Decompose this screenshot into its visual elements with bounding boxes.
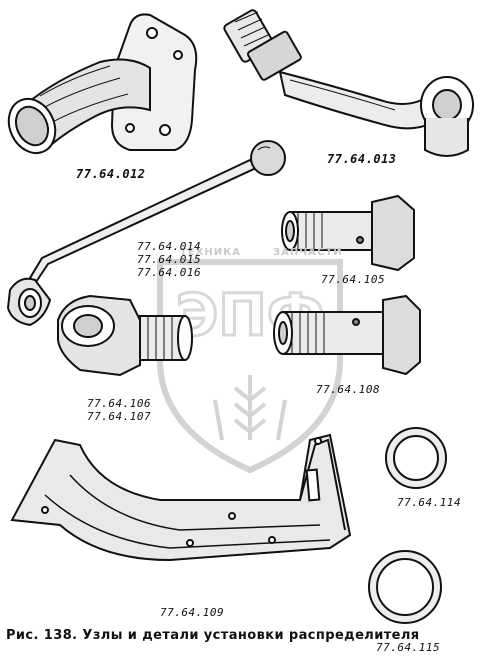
part-77-64-109-drawing — [10, 433, 352, 562]
label-77-64-115: 77.64.115 — [376, 641, 441, 654]
label-77-64-013: 77.64.013 — [327, 152, 397, 166]
label-77-64-016: 77.64.016 — [137, 266, 202, 279]
part-77-64-108-drawing — [273, 294, 421, 376]
part-77-64-106-drawing — [57, 294, 193, 377]
label-77-64-106: 77.64.106 — [87, 397, 152, 410]
label-77-64-107: 77.64.107 — [87, 410, 152, 423]
part-77-64-014-drawing — [6, 140, 286, 327]
part-77-64-114-drawing — [385, 427, 447, 489]
label-group-lever: 77.64.014 77.64.015 77.64.016 — [137, 240, 201, 279]
figure-caption: Рис. 138. Узлы и детали установки распре… — [6, 628, 420, 643]
part-77-64-115-drawing — [368, 550, 442, 624]
label-77-64-015: 77.64.015 — [137, 253, 202, 266]
part-77-64-012-drawing — [7, 13, 198, 155]
label-77-64-109: 77.64.109 — [160, 606, 225, 619]
watermark-brand-right: ЗАПЧАСТИ — [273, 247, 343, 258]
label-group-banjo: 77.64.106 77.64.107 — [87, 397, 151, 423]
part-77-64-105-drawing — [281, 194, 415, 272]
part-77-64-013-drawing — [223, 9, 474, 157]
watermark-brand-left: ТЕХНИКА — [180, 247, 242, 258]
label-77-64-014: 77.64.014 — [137, 240, 202, 253]
label-77-64-012: 77.64.012 — [76, 167, 146, 181]
label-77-64-105: 77.64.105 — [321, 273, 386, 286]
label-77-64-114: 77.64.114 — [397, 496, 462, 509]
label-77-64-108: 77.64.108 — [316, 383, 381, 396]
